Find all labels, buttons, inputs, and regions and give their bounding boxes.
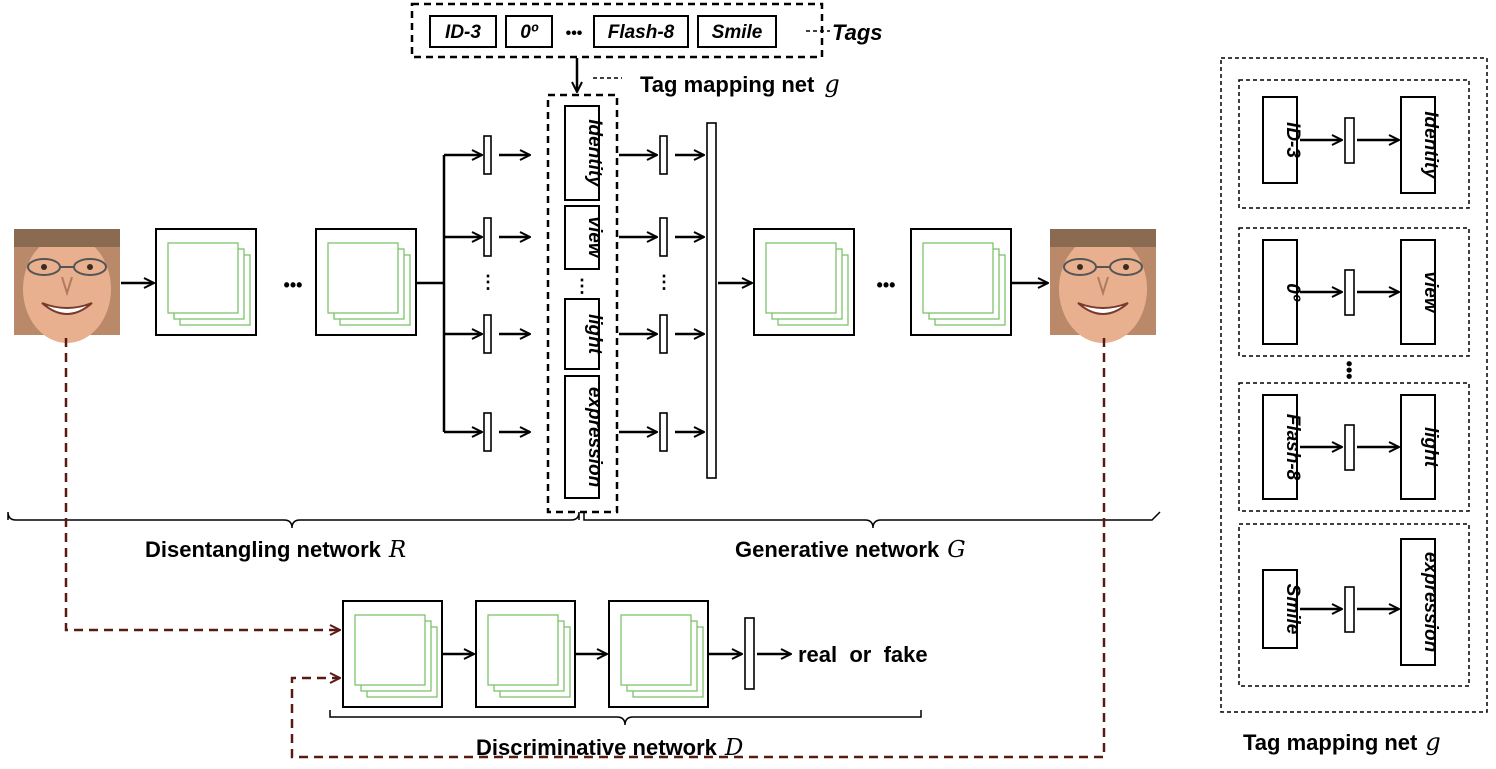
tags-label: Tags — [832, 20, 883, 45]
code-box-identity — [564, 105, 600, 201]
code-expression: expression — [584, 387, 605, 487]
tag-view: 0º — [520, 22, 539, 43]
code-view: view — [584, 216, 605, 258]
tag-mapping-panel — [1220, 57, 1488, 713]
mapping-row-light: Flash-8 light — [1238, 382, 1470, 512]
discriminative-brace — [329, 710, 922, 726]
generative-brace — [583, 511, 1161, 529]
code-box-light — [564, 298, 600, 370]
mapping-code-light: light — [1420, 427, 1441, 468]
tags-ellipsis: ••• — [566, 25, 583, 42]
mapping-dots: ••• — [1339, 361, 1359, 380]
tag-smile: Smile — [712, 22, 763, 43]
decoder-branches — [619, 135, 704, 452]
tag-flash: Flash-8 — [608, 22, 675, 43]
tag-box-view — [505, 15, 553, 48]
encoder-vertical-ellipsis: ⋮ — [479, 272, 497, 292]
mapping-row-expression: Smile expression — [1238, 523, 1470, 687]
mapping-tag-smile: Smile — [1282, 584, 1303, 635]
disentangling-brace — [7, 511, 580, 529]
code-column — [546, 93, 619, 514]
tag-box-smile — [697, 15, 777, 48]
mapping-tag-view: 0º — [1282, 283, 1303, 302]
concat-vector — [706, 122, 717, 479]
mapping-tag-id3: ID-3 — [1282, 122, 1303, 158]
tag-id3: ID-3 — [445, 22, 481, 43]
code-light: light — [584, 314, 605, 355]
real-image-link — [64, 338, 340, 630]
code-box-view — [564, 205, 600, 270]
decoder-vertical-ellipsis: ⋮ — [655, 272, 673, 292]
decoder-ellipsis: ••• — [877, 275, 896, 295]
output-face-image — [1049, 228, 1157, 344]
code-identity: Identity — [584, 119, 605, 188]
generated-image-link — [290, 338, 1106, 759]
tag-box-flash — [593, 15, 689, 48]
mapping-code-identity: Identity — [1420, 111, 1441, 180]
mapping-code-view: view — [1420, 271, 1441, 313]
mapping-code-expression: expression — [1420, 552, 1441, 652]
mapping-row-identity: ID-3 Identity — [1238, 79, 1470, 209]
code-box-expression — [564, 375, 600, 499]
encoder-ellipsis: ••• — [284, 275, 303, 295]
input-face-image — [13, 228, 121, 344]
encoder-branches — [444, 135, 530, 452]
real-or-fake-label: real or fake — [798, 642, 928, 667]
code-ellipsis: ⋮ — [573, 276, 591, 296]
mapping-tag-flash: Flash-8 — [1282, 414, 1303, 481]
tag-box-id3 — [429, 15, 497, 48]
mapping-row-view: 0º view — [1238, 227, 1470, 357]
discriminator-vector — [744, 617, 755, 690]
